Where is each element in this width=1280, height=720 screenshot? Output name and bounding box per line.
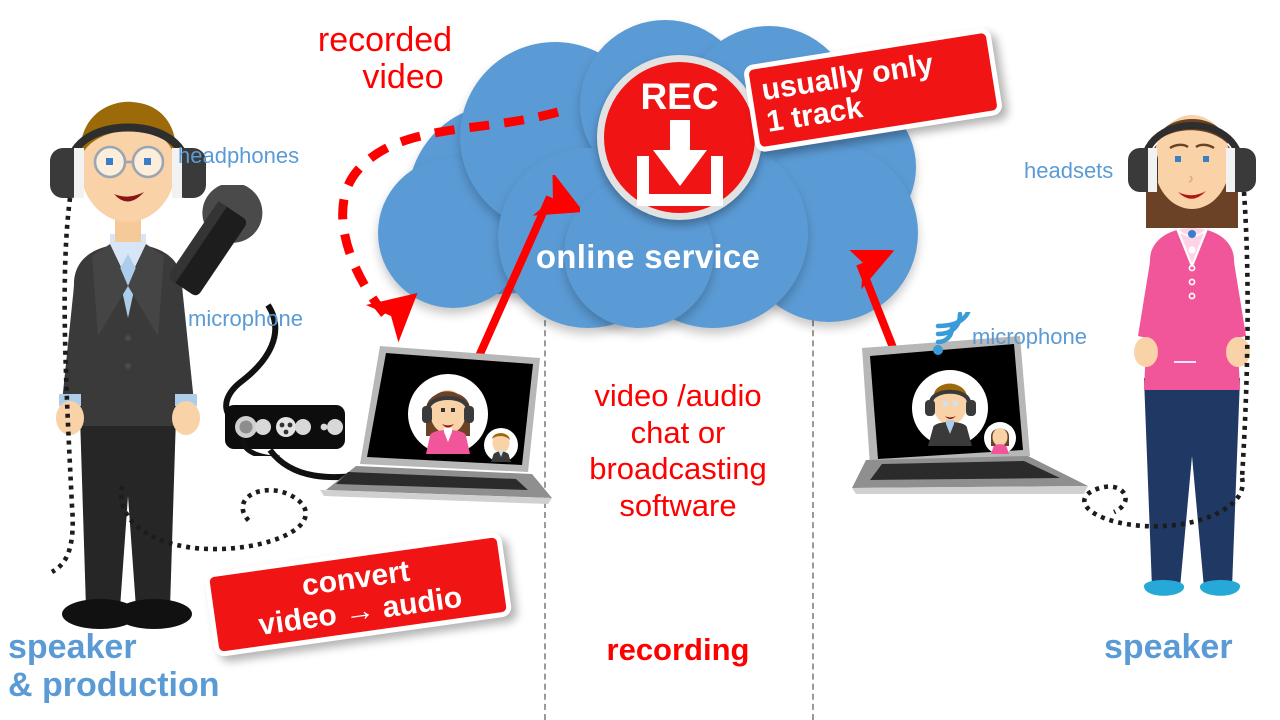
arrow-left-double	[449, 175, 580, 402]
caption-left-line2: & production	[8, 666, 220, 705]
recorded-video-line1: recorded	[317, 21, 453, 59]
cable-left-floor	[119, 485, 308, 552]
column-divider-right	[812, 300, 814, 720]
center-line-3: broadcasting	[589, 451, 767, 487]
arrow-recorded-video-dashed	[338, 107, 560, 343]
caption-recording: recording	[606, 632, 750, 667]
person-right-speaker	[1128, 115, 1256, 596]
center-description: video /audio chat or broadcasting softwa…	[545, 378, 811, 524]
label-microphone-right: microphone	[972, 324, 1087, 349]
caption-left-speaker-production: speaker & production	[8, 628, 220, 704]
laptop-left[interactable]	[300, 338, 552, 506]
recorded-video-line2: video	[362, 58, 444, 97]
column-divider-left	[544, 300, 546, 720]
center-line-1: video /audio	[594, 378, 762, 413]
audio-interface[interactable]	[224, 404, 346, 456]
rec-badge[interactable]: REC	[597, 55, 762, 220]
label-headphones: headphones	[178, 143, 300, 168]
center-line-4: software	[619, 487, 737, 523]
person-left-speaker	[50, 101, 206, 629]
annotation-recorded-video: recorded video	[300, 21, 470, 97]
wireless-microphone-icon	[933, 312, 971, 355]
caption-left-line1: speaker	[8, 628, 137, 666]
label-microphone-left: microphone	[188, 306, 303, 331]
cloud-label: online service	[535, 238, 761, 275]
cable-right-floor	[1082, 477, 1245, 529]
caption-right-speaker: speaker	[1104, 628, 1233, 666]
label-headsets: headsets	[1024, 158, 1114, 183]
rec-label: REC	[640, 76, 719, 117]
microphone-handheld	[170, 185, 279, 425]
laptop-right[interactable]	[848, 330, 1108, 500]
center-line-2: chat or	[630, 414, 726, 450]
download-icon	[636, 120, 723, 206]
